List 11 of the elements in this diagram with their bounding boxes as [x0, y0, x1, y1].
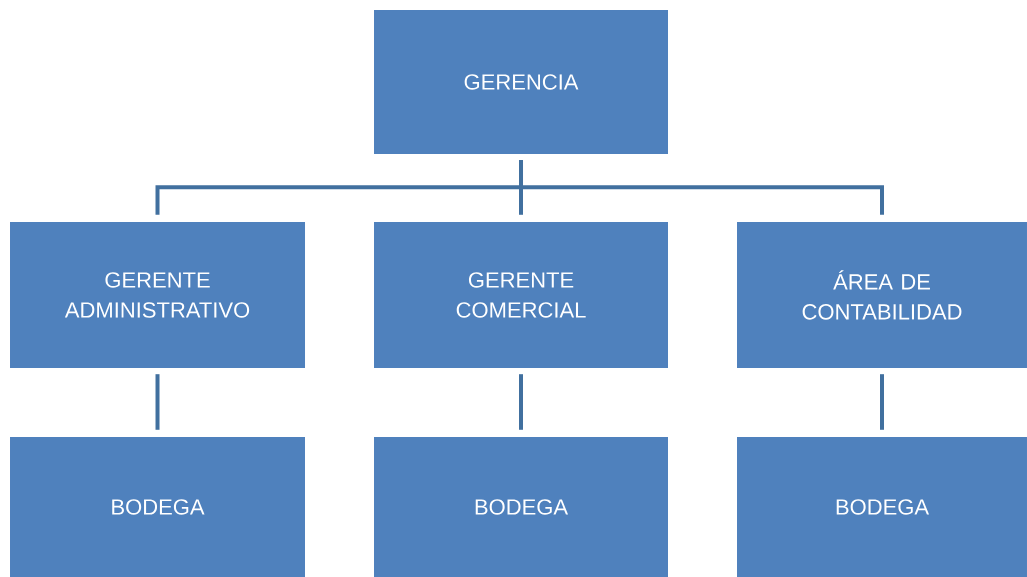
connector-line — [519, 160, 884, 215]
org-box: GERENTE COMERCIAL — [374, 222, 668, 368]
connector-line — [519, 374, 523, 430]
org-box: BODEGA — [374, 437, 668, 577]
connector-line — [155, 374, 160, 430]
org-box: BODEGA — [737, 437, 1027, 577]
org-box: GERENCIA — [374, 10, 668, 154]
org-box: ÁREA DE CONTABILIDAD — [737, 222, 1027, 368]
org-box: GERENTE ADMINISTRATIVO — [10, 222, 305, 368]
org-box: BODEGA — [10, 437, 305, 577]
connector-line — [880, 374, 884, 430]
